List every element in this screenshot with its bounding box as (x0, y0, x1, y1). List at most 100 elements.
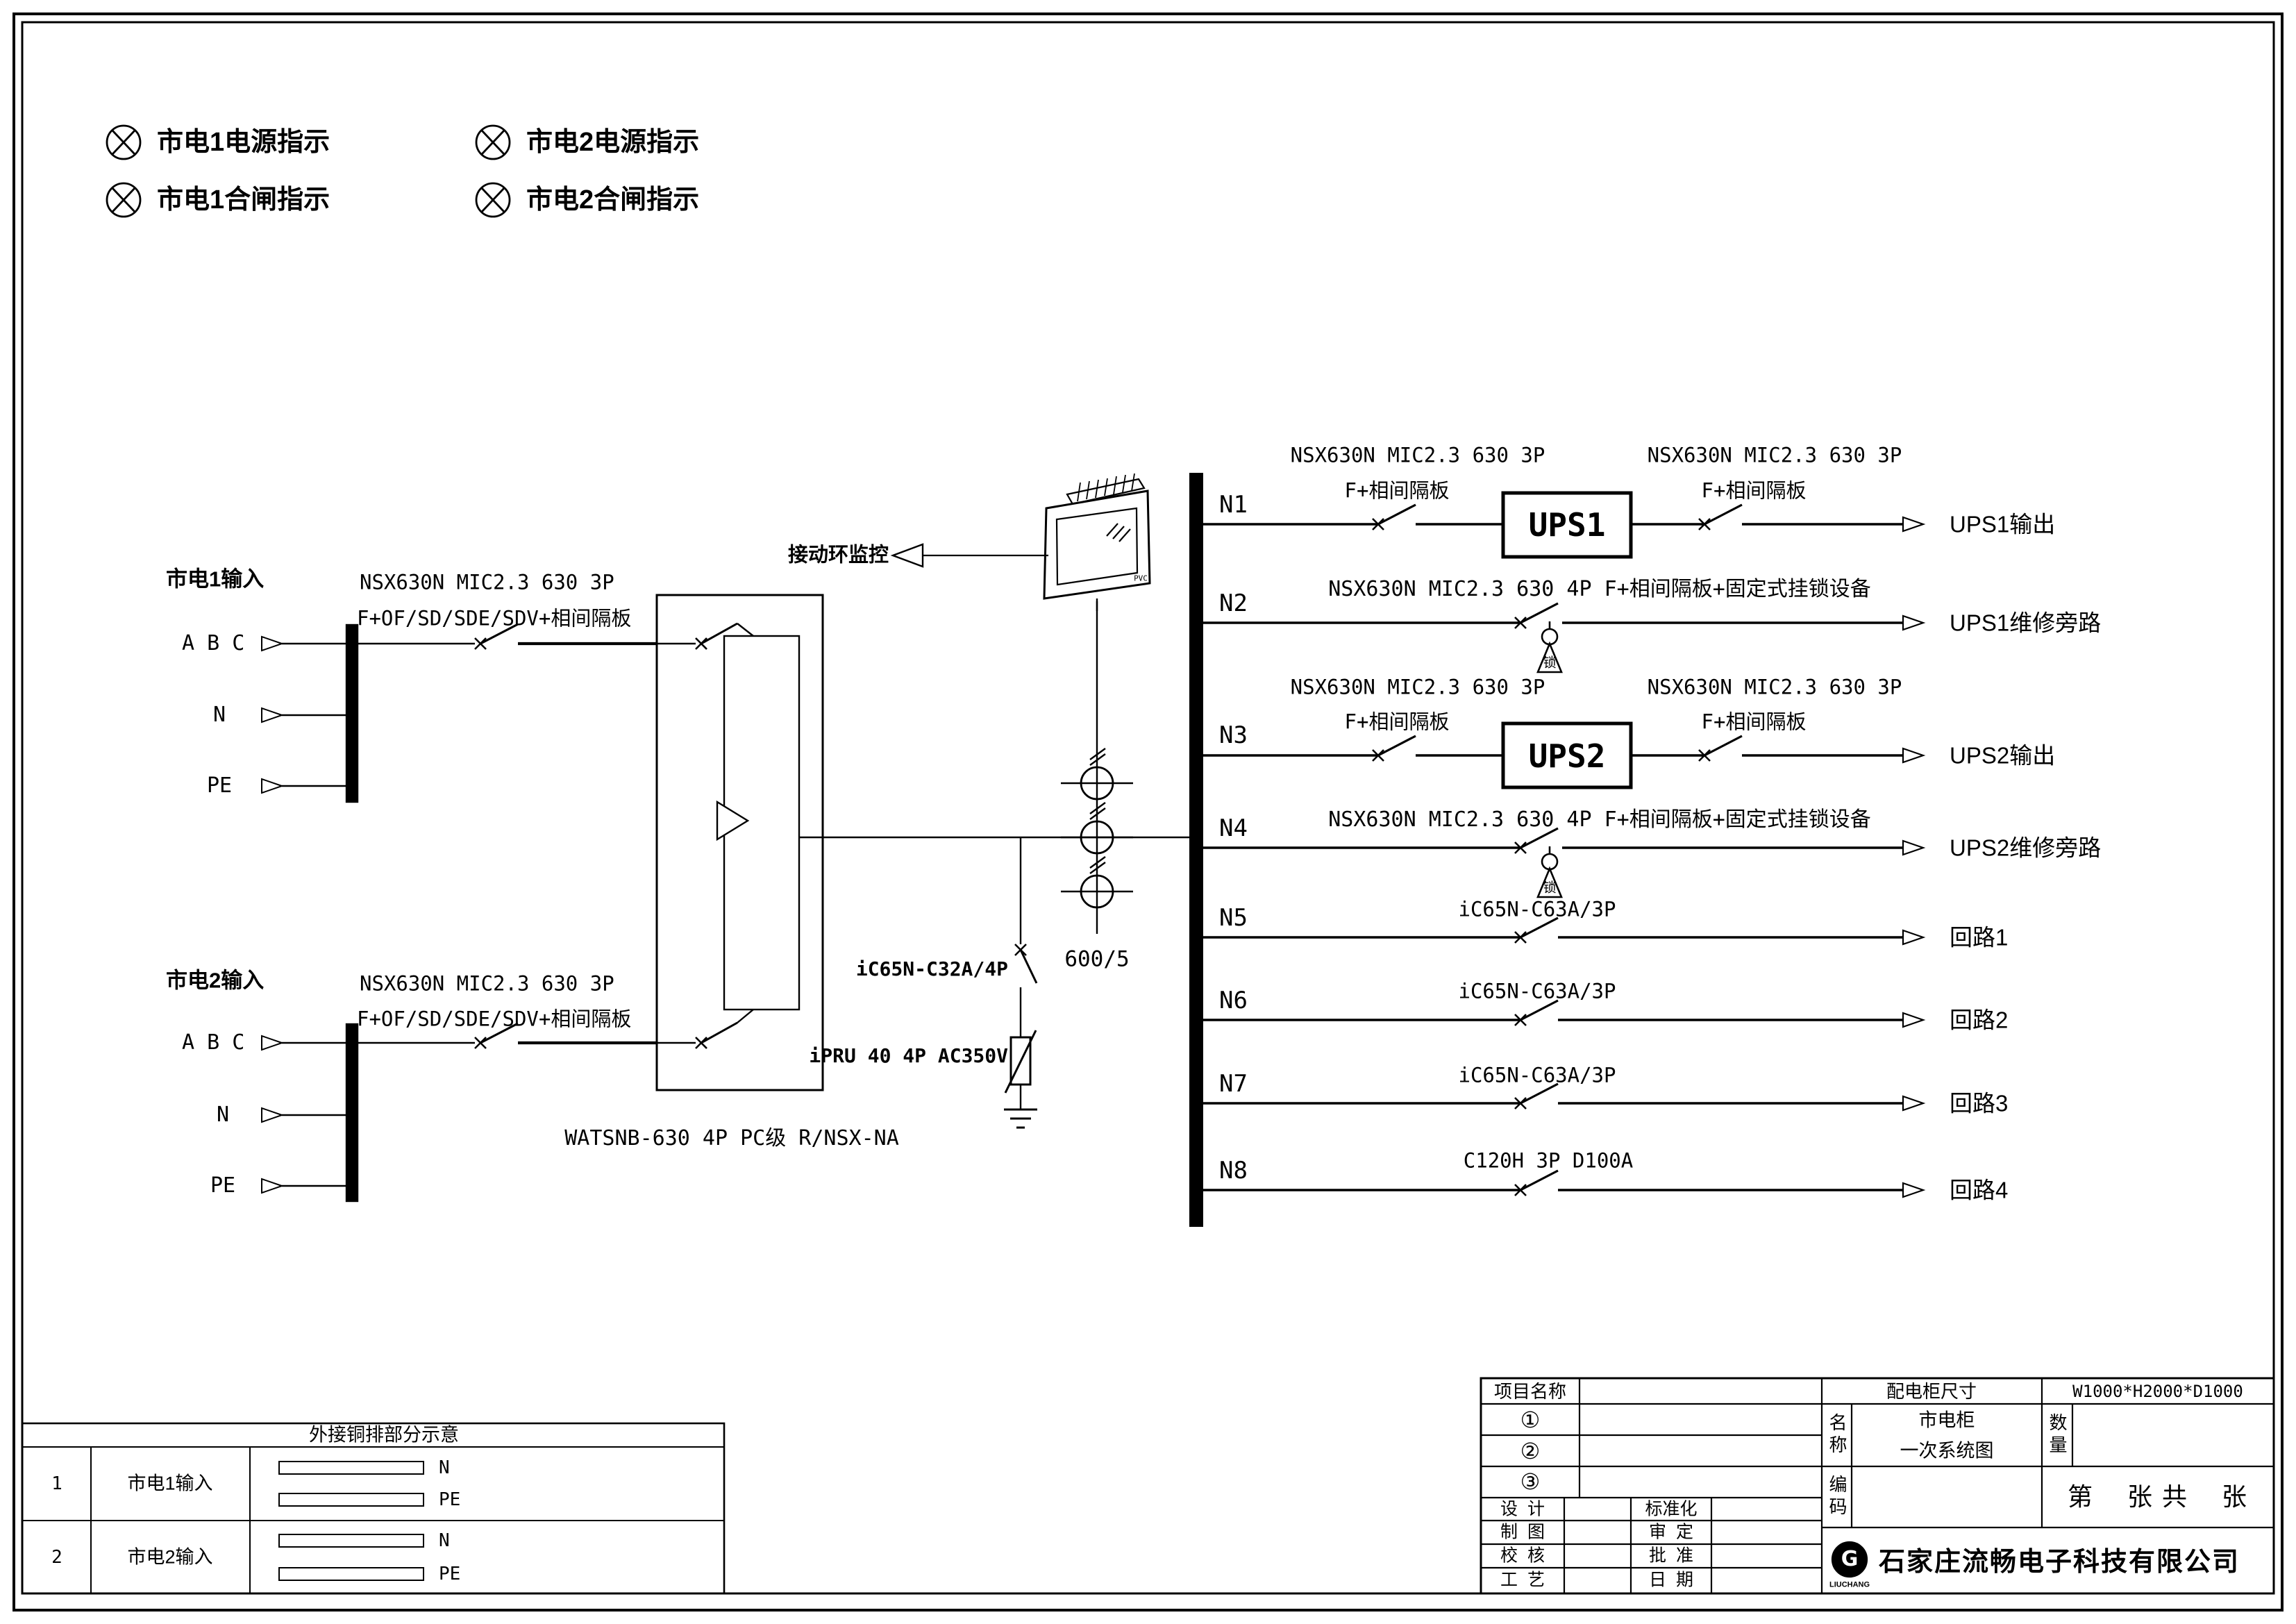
spd-arrester-label: iPRU 40 4P AC350V (809, 1044, 1008, 1067)
feeder-id: N3 (1219, 721, 1248, 749)
feeder-out-label: 回路1 (1950, 924, 2009, 951)
indicator-label: 市电2合闸指示 (526, 185, 700, 215)
feeder-out-label: 回路3 (1950, 1090, 2009, 1116)
mains2-phase-label: A B C (182, 1030, 245, 1055)
n3-breaker2-spec: NSX630N MIC2.3 630 3P (1647, 675, 1902, 699)
n2-breaker-spec: NSX630N MIC2.3 630 4P F+相间隔板+固定式挂锁设备 (1328, 577, 1871, 601)
mains1-breaker-spec-2: F+OF/SD/SDE/SDV+相间隔板 (357, 606, 632, 630)
mains1-phase-label: A B C (182, 631, 245, 655)
right-arrow-icon (1902, 747, 1925, 764)
n5-breaker-spec: iC65N-C63A/3P (1458, 897, 1616, 921)
title-block-grid (1480, 1377, 2275, 1595)
feeder-id: N4 (1219, 814, 1248, 842)
right-arrow-icon (1902, 929, 1925, 946)
n1-breaker1-spec: NSX630N MIC2.3 630 3P (1290, 443, 1545, 467)
tb-project-label: 项目名称 (1493, 1381, 1567, 1402)
n1-breaker2-icon (1699, 505, 1742, 530)
tb-item3: ③ (1520, 1469, 1541, 1494)
n3-breaker2-icon (1699, 736, 1742, 761)
copper-bar (278, 1461, 424, 1475)
n6-breaker-icon (1515, 1001, 1558, 1026)
bar-label-n: N (439, 1530, 450, 1551)
bar-label-n: N (439, 1457, 450, 1478)
feeder-id: N5 (1219, 904, 1248, 932)
spd-breaker-icon (1019, 949, 1038, 984)
main-bus (1189, 473, 1203, 1227)
mains2-busbar (345, 1023, 359, 1203)
mains2-neutral-label: N (217, 1103, 230, 1127)
copper-bar (278, 1493, 424, 1507)
feeder-n4 (1203, 828, 1925, 898)
spd-branch (1004, 837, 1038, 1129)
right-arrow-icon (1902, 614, 1925, 631)
bar-label-pe: PE (439, 1564, 461, 1584)
n6-breaker-spec: iC65N-C63A/3P (1458, 979, 1616, 1003)
n8-breaker-icon (1515, 1171, 1558, 1196)
tb-process-label: 工 艺 (1500, 1570, 1545, 1590)
n5-breaker-icon (1515, 918, 1558, 943)
tb-sheet-label: 第 张 共 张 (2067, 1482, 2249, 1511)
company-logo-text: LIUCHANG (1829, 1580, 1870, 1589)
n1-breaker1-spec2: F+相间隔板 (1344, 478, 1450, 503)
copper-bar (278, 1567, 424, 1581)
n3-breaker1-spec2: F+相间隔板 (1344, 710, 1450, 734)
tb-draft-label: 制 图 (1500, 1522, 1545, 1542)
ct-ratio-label: 600/5 (1064, 946, 1130, 972)
feeder-out-label: UPS1输出 (1950, 511, 2056, 537)
ups2-label: UPS2 (1528, 737, 1606, 775)
mains2-pe-label: PE (210, 1173, 236, 1198)
feeder-n3 (1203, 721, 1925, 789)
right-arrow-icon (1902, 1095, 1925, 1112)
feeder-id: N1 (1219, 491, 1248, 519)
feeder-id: N8 (1219, 1157, 1248, 1184)
busbar-table-title: 外接铜排部分示意 (309, 1424, 459, 1446)
current-transformer-icons (1059, 601, 1134, 934)
n3-breaker1-icon (1373, 736, 1416, 761)
indicator-label: 市电2电源指示 (526, 128, 700, 157)
n4-breaker-icon (1515, 828, 1558, 853)
feeder-out-label: 回路2 (1950, 1007, 2009, 1033)
feeder-n2 (1203, 603, 1925, 673)
tb-name-line2: 一次系统图 (1900, 1440, 1994, 1462)
indicator-label: 市电1合闸指示 (157, 185, 330, 215)
spd-breaker-label: iC65N-C32A/4P (855, 957, 1008, 980)
bar-label-pe: PE (439, 1489, 461, 1510)
right-arrow-icon (1902, 516, 1925, 533)
feeder-id: N6 (1219, 987, 1248, 1014)
tb-code-label: 编码 (1827, 1475, 1847, 1519)
ats-switch-icon (655, 594, 1189, 1091)
right-arrow-icon (1902, 839, 1925, 856)
table-row-name: 市电2输入 (127, 1546, 213, 1568)
table-row-no: 2 (51, 1547, 62, 1568)
feeder-n5 (1203, 918, 1925, 946)
tb-name-label: 名称 (1827, 1413, 1847, 1457)
feeder-out-label: UPS2输出 (1950, 742, 2056, 769)
n8-breaker-spec: C120H 3P D100A (1463, 1148, 1634, 1173)
table-row-name: 市电1输入 (127, 1473, 213, 1494)
feeder-out-label: 回路4 (1950, 1177, 2009, 1203)
monitor-link-label: 接动环监控 (787, 544, 889, 567)
surge-arrester-icon (1004, 1030, 1037, 1094)
tb-size-value: W1000*H2000*D1000 (2072, 1382, 2243, 1401)
tb-standard-label: 标准化 (1645, 1499, 1698, 1519)
mains1-neutral-label: N (213, 703, 226, 727)
feeder-n7 (1203, 1084, 1925, 1112)
tb-item2: ② (1520, 1439, 1541, 1464)
table-row-no: 1 (51, 1473, 62, 1494)
n1-breaker1-icon (1373, 505, 1416, 530)
n7-breaker-icon (1515, 1084, 1558, 1109)
right-arrow-icon (1902, 1182, 1925, 1198)
mains2-breaker-spec-2: F+OF/SD/SDE/SDV+相间隔板 (357, 1007, 632, 1031)
tb-review-label: 审 定 (1649, 1522, 1693, 1542)
monitor-link (890, 543, 1048, 568)
feeder-n8 (1203, 1171, 1925, 1198)
tb-size-label: 配电柜尺寸 (1886, 1381, 1977, 1402)
feeder-id: N7 (1219, 1070, 1248, 1098)
copper-bar (278, 1534, 424, 1548)
busbar-table-grid (21, 1422, 726, 1595)
n1-breaker2-spec: NSX630N MIC2.3 630 3P (1647, 443, 1902, 467)
mains2-input-circuit (260, 1023, 657, 1203)
tb-name-line1: 市电柜 (1918, 1409, 1975, 1431)
left-arrow-icon (890, 543, 924, 568)
